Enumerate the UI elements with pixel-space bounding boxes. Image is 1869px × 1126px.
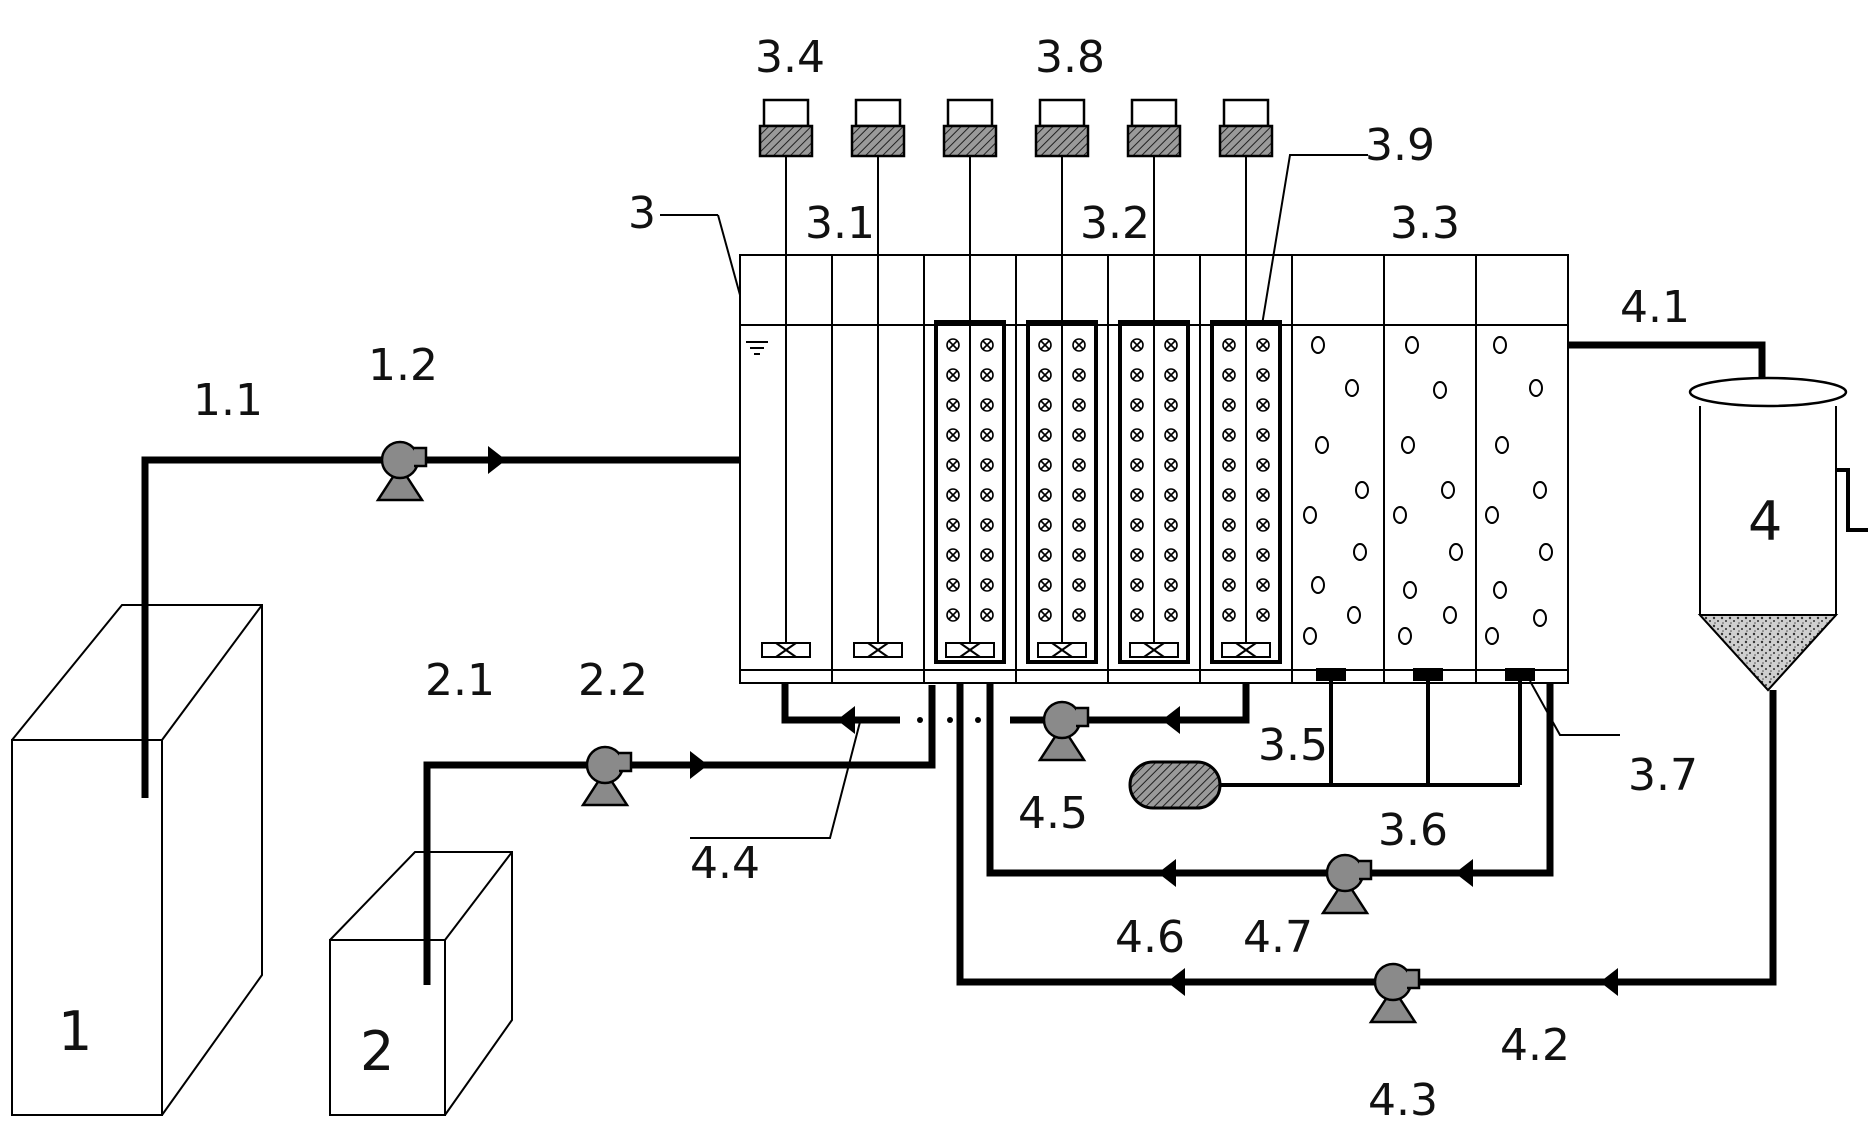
pipe-1-1 <box>141 456 740 798</box>
pipe-4-2 <box>956 683 1777 986</box>
pipe-2-1 <box>423 685 936 985</box>
leader-3-7 <box>1529 680 1620 736</box>
leader-3-9 <box>1261 154 1368 326</box>
mixers <box>758 98 1274 658</box>
arrow-left-icon <box>1162 706 1180 734</box>
tank-2 <box>329 851 513 1116</box>
settler-4 <box>1688 376 1868 692</box>
label-3-4: 3.4 <box>755 32 825 83</box>
pump-4-5 <box>1038 700 1090 762</box>
label-2-1: 2.1 <box>425 655 495 706</box>
label-4: 4 <box>1748 490 1782 553</box>
arrow-left-icon <box>837 706 855 734</box>
label-4-4: 4.4 <box>690 838 760 889</box>
aeration-system <box>1128 668 1535 810</box>
label-2-2: 2.2 <box>578 655 648 706</box>
pipe-4-1 <box>1568 341 1766 390</box>
arrow-right-icon <box>690 751 708 779</box>
label-3: 3 <box>628 188 656 239</box>
label-3-5: 3.5 <box>1258 720 1328 771</box>
label-3-3: 3.3 <box>1390 198 1460 249</box>
pump-2-2 <box>581 745 633 807</box>
pump-1-2 <box>376 440 428 502</box>
label-1-1: 1.1 <box>193 375 263 426</box>
air-bubbles <box>1303 336 1553 645</box>
label-4-5: 4.5 <box>1018 788 1088 839</box>
label-4-6: 4.6 <box>1115 912 1185 963</box>
arrow-right-icon <box>488 446 506 474</box>
label-4-2: 4.2 <box>1500 1020 1570 1071</box>
label-2: 2 <box>360 1020 394 1083</box>
leader-4-4 <box>690 721 861 839</box>
label-4-7: 4.7 <box>1243 912 1313 963</box>
tank-1 <box>11 604 263 1116</box>
label-4-1: 4.1 <box>1620 282 1690 333</box>
label-3-2: 3.2 <box>1080 198 1150 249</box>
carrier-frames <box>934 320 1282 664</box>
pipe-4-6 <box>986 683 1554 877</box>
pump-4-7 <box>1321 853 1373 915</box>
label-1: 1 <box>58 1000 92 1063</box>
arrow-left-icon <box>1455 859 1473 887</box>
label-3-7: 3.7 <box>1628 750 1698 801</box>
label-1-2: 1.2 <box>368 340 438 391</box>
arrow-left-icon <box>1158 859 1176 887</box>
label-3-6: 3.6 <box>1378 805 1448 856</box>
label-3-1: 3.1 <box>805 198 875 249</box>
label-4-3: 4.3 <box>1368 1075 1438 1126</box>
label-3-8: 3.8 <box>1035 32 1105 83</box>
arrow-left-icon <box>1600 968 1618 996</box>
arrow-left-icon <box>1167 968 1185 996</box>
label-3-9: 3.9 <box>1365 120 1435 171</box>
pump-4-3 <box>1369 962 1421 1024</box>
